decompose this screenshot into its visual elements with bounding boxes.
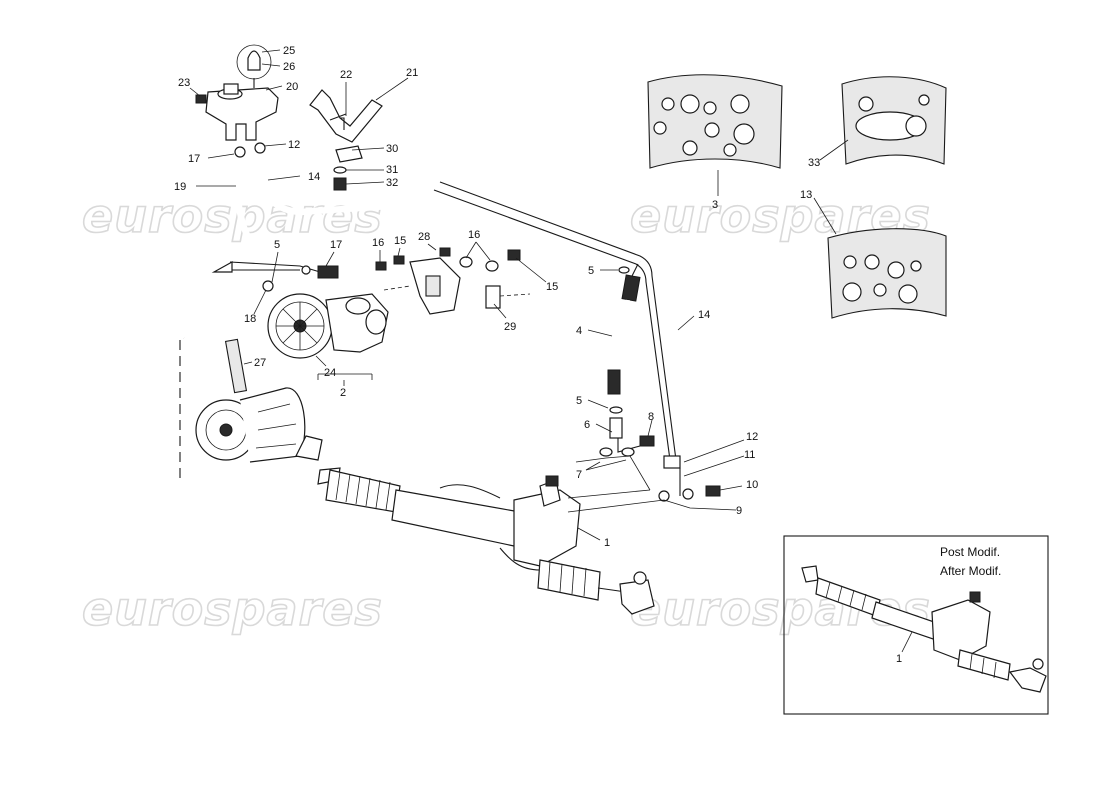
callout-33: 33: [808, 157, 820, 169]
callout-2: 2: [340, 387, 346, 399]
callout-13: 13: [800, 189, 812, 201]
inset-line-1: Post Modif.: [940, 545, 1000, 559]
callout-3: 3: [712, 199, 718, 211]
callout-10: 10: [746, 479, 758, 491]
callout-31: 31: [386, 164, 398, 176]
post-modification-inset: Post Modif. After Modif. 1: [783, 535, 1049, 715]
callout-32: 32: [386, 177, 398, 189]
callout-24: 24: [324, 367, 336, 379]
callout-14-hose: 14: [308, 171, 320, 183]
repair-kit-13: [827, 228, 947, 319]
inset-line-2: After Modif.: [940, 564, 1001, 578]
callout-18: 18: [244, 313, 256, 325]
callout-11: 11: [744, 449, 755, 461]
inset-part-label: 1: [896, 653, 902, 665]
drive-belt-and-alternator: [179, 316, 306, 480]
pressure-hose: [599, 263, 721, 502]
callout-1-rack: 1: [604, 537, 610, 549]
callout-25: 25: [283, 45, 295, 57]
callout-19: 19: [174, 181, 186, 193]
callout-22: 22: [340, 69, 352, 81]
power-steering-pump: [262, 247, 531, 359]
callout-labels: 25 26 23 20 22 21 17 12 30 31 32 19 14 5…: [174, 45, 820, 549]
callout-15-bracket: 15: [546, 281, 558, 293]
callout-15-washer: 15: [394, 235, 406, 247]
callout-17-pump: 17: [330, 239, 342, 251]
callout-5-hose-bottom: 5: [576, 395, 582, 407]
callout-14-pipe: 14: [698, 309, 710, 321]
callout-27: 27: [254, 357, 266, 369]
repair-kit-33: [841, 76, 947, 165]
callout-23: 23: [178, 77, 190, 89]
watermark-1: eurospares: [82, 189, 383, 243]
callout-30: 30: [386, 143, 398, 155]
callout-6: 6: [584, 419, 590, 431]
callout-7: 7: [576, 469, 582, 481]
callout-16-bolt: 16: [372, 237, 384, 249]
callout-8: 8: [648, 411, 654, 423]
callout-26: 26: [283, 61, 295, 73]
rack-boot-right: [537, 559, 601, 601]
leader-lines: [189, 49, 849, 541]
watermark-3: eurospares: [82, 582, 383, 636]
callout-12-reservoir: 12: [288, 139, 300, 151]
hoses: [211, 155, 642, 273]
steering-rack: [295, 435, 655, 615]
callout-29: 29: [504, 321, 516, 333]
callout-9: 9: [736, 505, 742, 517]
rack-boot-left: [325, 469, 401, 513]
callout-20: 20: [286, 81, 298, 93]
callout-17-reservoir: 17: [188, 153, 200, 165]
callout-5-hose-top: 5: [588, 265, 594, 277]
return-pipe: [433, 181, 681, 469]
watermarks: eurospares eurospares eurospares eurospa…: [81, 188, 930, 637]
callout-5-pump: 5: [274, 239, 280, 251]
fluid-reservoir: [195, 44, 279, 158]
callout-21: 21: [406, 67, 418, 79]
callout-4: 4: [576, 325, 582, 337]
callout-28: 28: [418, 231, 430, 243]
callout-16-bracket: 16: [468, 229, 480, 241]
callout-12-pipe: 12: [746, 431, 758, 443]
repair-kit-3: [647, 74, 783, 169]
